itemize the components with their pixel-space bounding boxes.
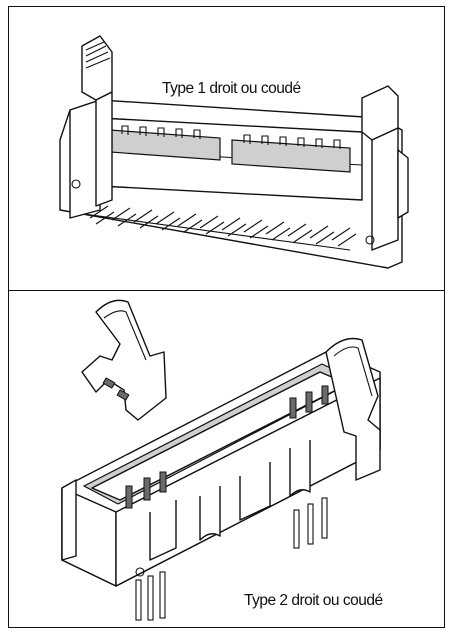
section-divider [8, 290, 445, 291]
type1-connector-drawing [59, 35, 409, 269]
type1-caption: Type 1 droit ou coudé [162, 80, 301, 97]
type2-caption: Type 2 droit ou coudé [244, 592, 383, 609]
